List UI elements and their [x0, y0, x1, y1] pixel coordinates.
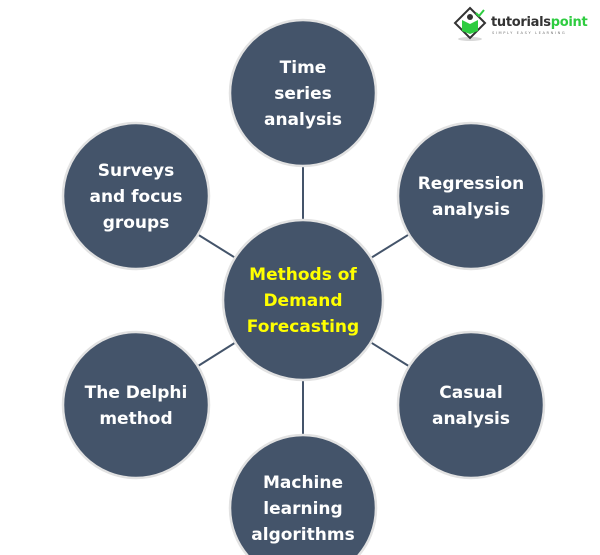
node-label-line: Surveys — [98, 161, 175, 181]
connector-regression — [371, 234, 409, 259]
node-machine-learning[interactable]: Machine learning algorithms — [228, 433, 378, 555]
connector-casual — [371, 342, 409, 367]
node-label-line: learning — [263, 499, 342, 519]
node-label-line: Machine — [263, 473, 343, 493]
node-time-series[interactable]: Time series analysis — [228, 18, 378, 168]
node-label-line: Casual — [439, 383, 502, 403]
node-label-line: and focus — [89, 187, 182, 207]
node-label-line: series — [274, 84, 332, 104]
node-label-line: method — [99, 409, 172, 429]
tutorialspoint-logo: tutorialspoint SIMPLY EASY LEARNING — [453, 6, 598, 44]
connector-surveys — [198, 234, 235, 259]
node-regression[interactable]: Regression analysis — [396, 121, 546, 271]
node-label-line: analysis — [264, 110, 342, 130]
logo-tagline: SIMPLY EASY LEARNING — [492, 31, 566, 35]
node-casual[interactable]: Casual analysis — [396, 330, 546, 480]
node-label-line: Regression — [418, 174, 525, 194]
logo-wordmark: tutorialspoint — [491, 15, 587, 30]
nodes: TimeseriesanalysisRegressionanalysisCasu… — [61, 18, 546, 555]
node-label-line: algorithms — [251, 525, 354, 545]
node-circle[interactable] — [61, 330, 211, 480]
node-circle[interactable] — [396, 121, 546, 271]
node-circle[interactable] — [228, 18, 378, 168]
node-label-line: analysis — [432, 409, 510, 429]
node-label-line: Methods of — [249, 265, 357, 285]
node-delphi[interactable]: The Delphi method — [61, 330, 211, 480]
node-surveys[interactable]: Surveys and focus groups — [61, 121, 211, 271]
center-circle[interactable] — [221, 218, 385, 382]
node-circle[interactable] — [396, 330, 546, 480]
connector-delphi — [198, 342, 235, 367]
book-learner-icon — [453, 6, 487, 41]
connectors — [198, 167, 409, 434]
node-label-line: Time — [280, 58, 327, 78]
node-label-line: Forecasting — [247, 317, 359, 337]
node-circle[interactable] — [228, 433, 378, 555]
node-circle[interactable] — [61, 121, 211, 271]
node-label-line: groups — [103, 213, 170, 233]
node-label-line: analysis — [432, 200, 510, 220]
node-label-line: Demand — [263, 291, 342, 311]
node-label-line: The Delphi — [85, 383, 188, 403]
